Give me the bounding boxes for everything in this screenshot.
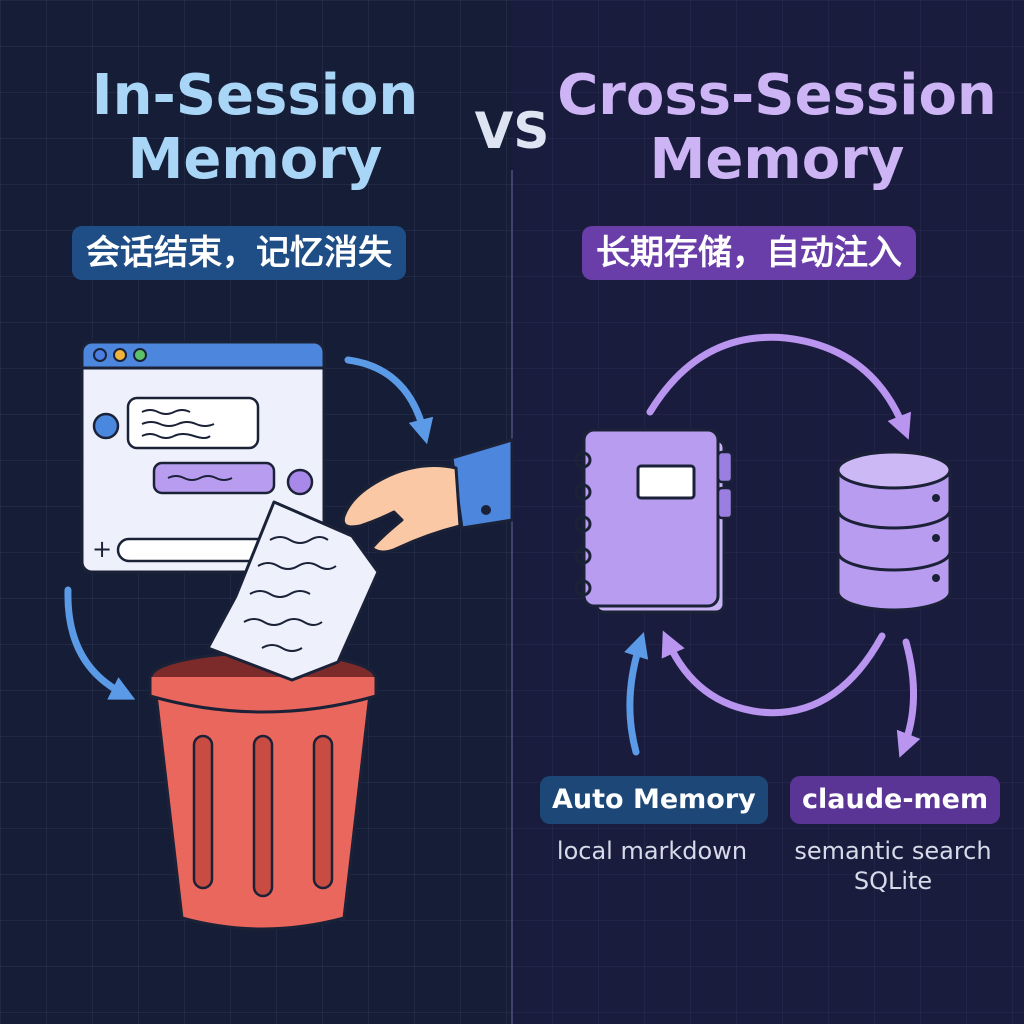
auto-memory-badge: Auto Memory	[540, 776, 768, 824]
svg-text:+: +	[92, 535, 112, 563]
in-session-subtitle: 会话结束，记忆消失	[72, 226, 406, 280]
cross-session-subtitle: 长期存储，自动注入	[582, 226, 916, 280]
database-icon	[836, 450, 952, 612]
arrow-window-to-trash	[64, 586, 136, 700]
cross-session-title-line1: Cross-Session	[557, 63, 997, 128]
crumpled-paper-icon	[206, 500, 380, 682]
arrow-auto-memory-up	[624, 632, 649, 756]
trash-can-icon	[148, 651, 378, 931]
arrow-window-to-hand	[344, 356, 434, 445]
arrow-claude-mem-down	[896, 638, 921, 758]
hand-icon	[341, 437, 514, 554]
in-session-title: In-Session Memory	[40, 64, 470, 192]
claude-mem-caption-line1: semantic search	[794, 837, 992, 865]
arrow-database-to-notebook	[661, 630, 886, 717]
claude-mem-caption-line2: SQLite	[853, 867, 933, 895]
vs-label: VS	[474, 102, 550, 160]
cross-session-title-line2: Memory	[649, 127, 905, 192]
cross-session-title: Cross-Session Memory	[552, 64, 1002, 192]
center-divider	[511, 170, 513, 1024]
arrow-notebook-to-database	[646, 333, 912, 440]
in-session-title-line2: Memory	[127, 127, 383, 192]
claude-mem-badge: claude-mem	[790, 776, 1001, 824]
auto-memory-caption-line: local markdown	[556, 837, 748, 865]
in-session-title-line1: In-Session	[91, 63, 419, 128]
auto-memory-caption: local markdown	[532, 836, 772, 866]
claude-mem-caption: semantic search SQLite	[780, 836, 1006, 896]
notebook-icon	[574, 428, 734, 614]
